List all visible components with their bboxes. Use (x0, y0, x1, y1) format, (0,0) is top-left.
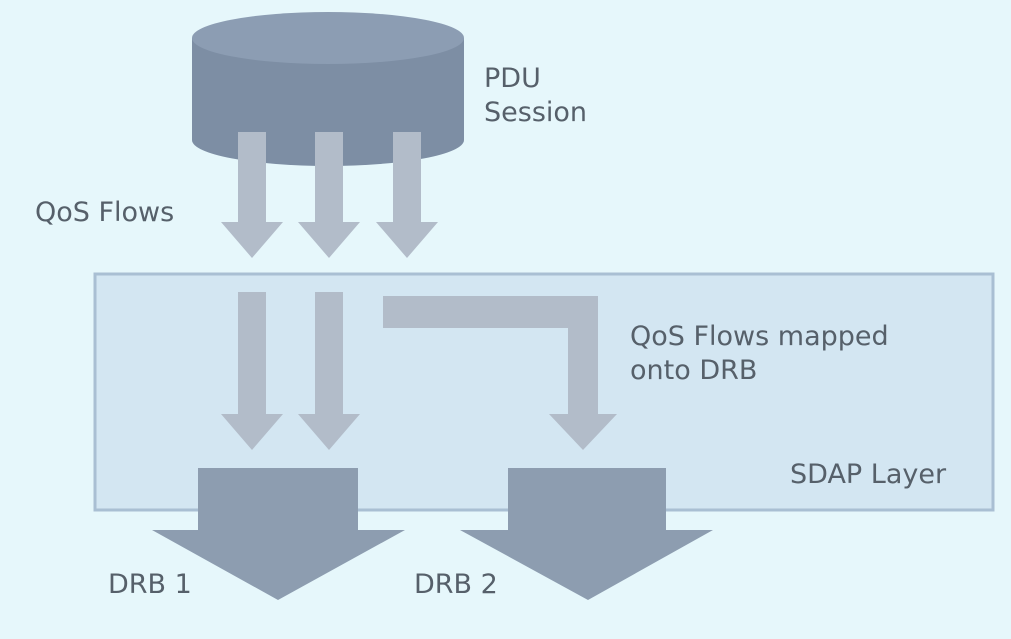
sdap-layer-label: SDAP Layer (790, 459, 947, 490)
drb1-label: DRB 1 (108, 569, 192, 600)
mapped-flows-label-line1: QoS Flows mapped (630, 321, 889, 352)
mapped-flow-arrow-1 (221, 292, 283, 450)
qos-flow-arrow-3 (376, 132, 438, 258)
mapped-flows-label: QoS Flows mapped onto DRB (630, 320, 889, 388)
pdu-session-label: PDU Session (484, 62, 587, 130)
qos-flows-label: QoS Flows (35, 197, 175, 228)
drb2-label: DRB 2 (414, 569, 498, 600)
qos-flow-arrow-2 (298, 132, 360, 258)
mapped-flow-arrow-2 (298, 292, 360, 450)
qos-flow-arrow-1 (221, 132, 283, 258)
pdu-session-label-line2: Session (484, 96, 588, 128)
pdu-session-label-line1: PDU (484, 63, 541, 94)
drb2-arrow (460, 468, 713, 600)
mapped-flows-label-line2: onto DRB (630, 354, 758, 386)
drb1-arrow (152, 468, 405, 600)
mapped-flow-arrow-3-bent (383, 296, 617, 450)
